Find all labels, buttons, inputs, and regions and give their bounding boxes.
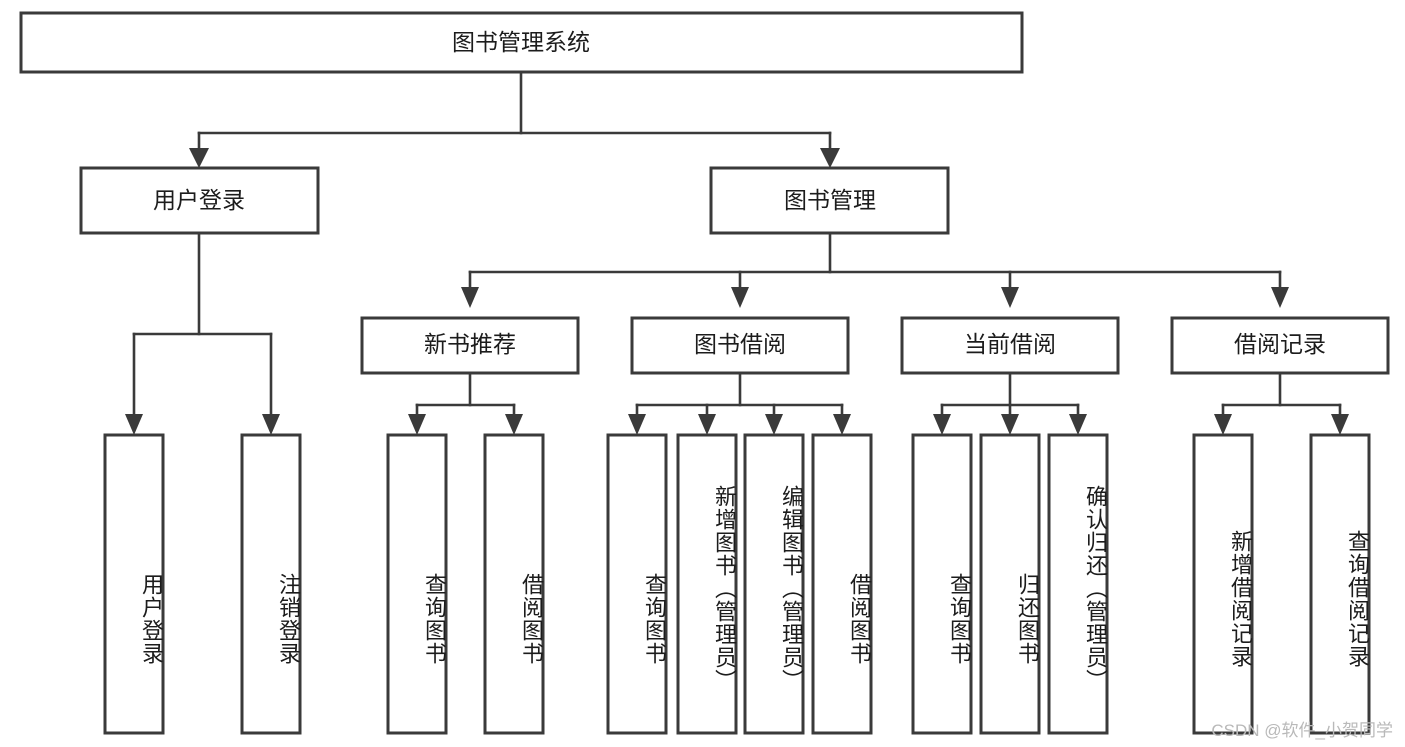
node-current-borrow[interactable] [900,316,1120,375]
connector-group-user-login [125,231,280,435]
connector-group-current-borrow [933,371,1087,435]
leaf-box-edit-book-admin[interactable] [743,433,805,735]
node-root-label: 图书管理系统 [452,29,590,55]
leaf-box-confirm-return-admin[interactable] [1047,433,1109,735]
node-new-book-recommend[interactable] [360,316,580,375]
arrow-head-icon [408,414,426,435]
node-book-borrow-label: 图书借阅 [694,331,786,357]
connector-group-new-book-recommend [408,371,523,435]
leaf-box-user-login[interactable] [103,433,165,735]
arrow-head-icon [1271,287,1289,308]
arrow-head-icon [765,414,783,435]
node-user-login[interactable] [79,166,320,235]
arrow-head-icon [1069,414,1087,435]
leaf-box-add-book-admin[interactable] [676,433,738,735]
node-borrow-record[interactable] [1170,316,1390,375]
leaf-box-query-book-2[interactable] [606,433,668,735]
connector-group-book-management [461,231,1289,308]
connector-group-root [189,70,840,168]
connector-group-borrow-record [1214,371,1349,435]
arrow-head-icon [1331,414,1349,435]
watermark-text: CSDN @软件_小贺同学 [1211,721,1393,740]
arrow-head-icon [833,414,851,435]
arrow-head-icon [262,414,280,435]
arrow-head-icon [933,414,951,435]
leaf-box-borrow-book-1[interactable] [483,433,545,735]
node-new-book-recommend-label: 新书推荐 [424,331,516,357]
arrow-head-icon [731,287,749,308]
leaf-box-query-book-3[interactable] [911,433,973,735]
leaf-box-borrow-book-2[interactable] [811,433,873,735]
leaf-box-query-book-1[interactable] [386,433,448,735]
arrow-head-icon [461,287,479,308]
node-book-management-label: 图书管理 [784,187,876,213]
arrow-head-icon [189,148,209,168]
connector-group-book-borrow [628,371,851,435]
node-borrow-record-label: 借阅记录 [1234,331,1326,357]
node-current-borrow-label: 当前借阅 [964,331,1056,357]
leaf-box-query-borrow-record[interactable] [1309,433,1371,735]
leaf-box-add-borrow-record[interactable] [1192,433,1254,735]
arrow-head-icon [1001,414,1019,435]
arrow-head-icon [505,414,523,435]
node-book-management[interactable] [709,166,950,235]
leaf-box-return-book[interactable] [979,433,1041,735]
leaf-box-logout[interactable] [240,433,302,735]
node-book-borrow[interactable] [630,316,850,375]
node-root-book-management-system[interactable] [19,11,1024,74]
arrow-head-icon [698,414,716,435]
arrow-head-icon [125,414,143,435]
arrow-head-icon [820,148,840,168]
arrow-head-icon [628,414,646,435]
arrow-head-icon [1214,414,1232,435]
node-user-login-label: 用户登录 [153,187,245,213]
arrow-head-icon [1001,287,1019,308]
